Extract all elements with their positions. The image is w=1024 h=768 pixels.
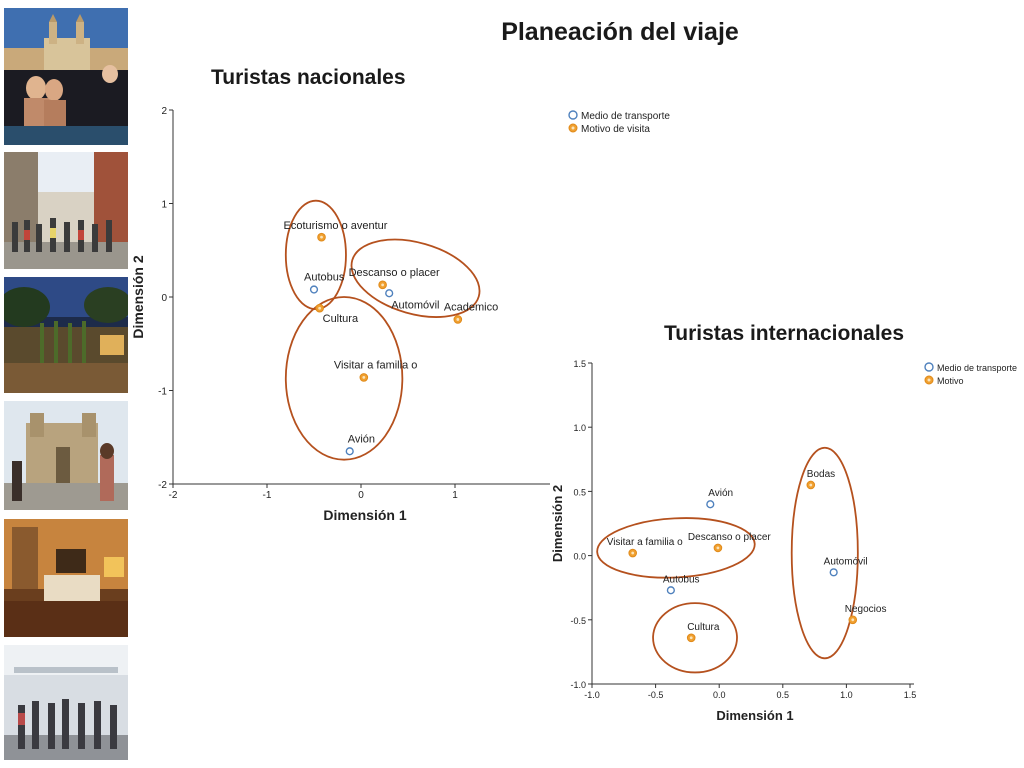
slide-title: Planeación del viaje: [501, 18, 739, 46]
y-tick-label: -1.0: [570, 680, 586, 690]
section-title-internacionales: Turistas internacionales: [664, 322, 905, 345]
point-label-descanso-o-placer: Descanso o placer: [349, 267, 440, 279]
x-tick-label: -1.0: [584, 690, 600, 700]
y-tick-label: 1.5: [573, 359, 586, 369]
point-label-autobus: Autobus: [663, 574, 700, 585]
point-core: [716, 546, 720, 550]
point-label-negocios: Negocios: [845, 604, 887, 615]
chart-internacionales: -1.0 -0.5 0.0 0.5 1.0 1.5 1.5 1.0 0.5 0.0 -0.5 -1.0…: [550, 356, 1022, 726]
point-core: [851, 618, 855, 622]
x-tick-label: 1: [452, 490, 458, 501]
point-label-descanso-o-placer: Descanso o placer: [688, 532, 771, 543]
x-tick-label: -1: [263, 490, 272, 501]
legend-marker-core: [927, 378, 931, 382]
point-automovil: [385, 289, 394, 298]
y-tick-label: 2: [161, 106, 167, 117]
point-avion: [706, 500, 715, 509]
point-core: [362, 376, 366, 379]
point-label-autobus: Autobus: [304, 272, 345, 284]
section-title-nacionales: Turistas nacionales: [211, 66, 406, 89]
legend-label-medio-de-transporte: Medio de transporte: [581, 111, 670, 122]
x-tick-label: -2: [169, 490, 178, 501]
point-core: [318, 306, 322, 310]
point-core: [809, 483, 813, 487]
point-autobus: [666, 586, 675, 595]
x-tick-label: -0.5: [648, 690, 664, 700]
point-core: [689, 636, 693, 640]
y-tick-label: 0.0: [573, 552, 586, 562]
legend-marker-core: [571, 126, 575, 130]
photo-airport: [4, 645, 128, 760]
point-core: [320, 235, 323, 239]
photo-night-garden: [4, 277, 128, 393]
legend-label-medio-de-transporte: Medio de transporte: [937, 363, 1017, 373]
photo-church-plaza: [4, 401, 128, 510]
x-axis-label: Dimensión 1: [716, 708, 793, 723]
point-autobus: [309, 285, 319, 294]
y-tick-label: -2: [158, 480, 167, 491]
cluster-ellipse-3: [790, 446, 859, 660]
cluster-ellipse-2: [350, 238, 481, 318]
y-tick-label: 1.0: [573, 423, 586, 433]
point-avion: [345, 447, 354, 456]
photo-pool-cathedral: [4, 8, 128, 145]
cluster-ellipse-2: [652, 602, 738, 674]
point-label-academico: Academico: [444, 301, 498, 313]
x-tick-label: 0.0: [713, 690, 726, 700]
point-label-automovil: Automóvil: [391, 299, 439, 311]
y-tick-label: 0.5: [573, 487, 586, 497]
legend-label-motivo-de-visita: Motivo de visita: [581, 124, 650, 135]
point-label-avion: Avión: [348, 433, 375, 445]
photo-street-crowd: [4, 152, 128, 269]
cluster-ellipse-1: [596, 517, 756, 579]
y-tick-label: 0: [161, 293, 167, 304]
x-axis-label: Dimensión 1: [323, 507, 406, 523]
point-label-cultura: Cultura: [323, 313, 359, 325]
point-label-avion: Avión: [708, 488, 733, 499]
point-core: [381, 283, 385, 287]
point-core: [631, 551, 635, 555]
point-label-visitar-a-familia-o: Visitar a familia o: [607, 537, 683, 548]
point-core: [456, 318, 460, 321]
x-tick-label: 1.5: [904, 690, 917, 700]
legend-marker-transport: [924, 362, 934, 372]
y-tick-label: -1: [158, 387, 167, 398]
point-label-visitar-a-familia-o: Visitar a familia o: [334, 359, 418, 371]
photo-hotel-room: [4, 519, 128, 637]
point-label-automovil: Automóvil: [824, 556, 868, 567]
x-tick-label: 1.0: [840, 690, 853, 700]
legend-marker-transport: [568, 110, 578, 120]
y-axis-label: Dimensión 2: [130, 255, 146, 338]
y-axis-label: Dimensión 2: [550, 485, 565, 562]
x-tick-label: 0: [358, 490, 364, 501]
point-label-ecoturismo-o-aventur: Ecoturismo o aventur: [284, 220, 388, 232]
y-tick-label: -0.5: [570, 616, 586, 626]
y-tick-label: 1: [161, 200, 167, 211]
point-label-bodas: Bodas: [807, 469, 835, 480]
point-automovil: [829, 568, 838, 577]
x-tick-label: 0.5: [777, 690, 790, 700]
legend-label-motivo: Motivo: [937, 376, 964, 386]
point-label-cultura: Cultura: [687, 622, 720, 633]
cluster-ellipse-3: [284, 296, 404, 461]
